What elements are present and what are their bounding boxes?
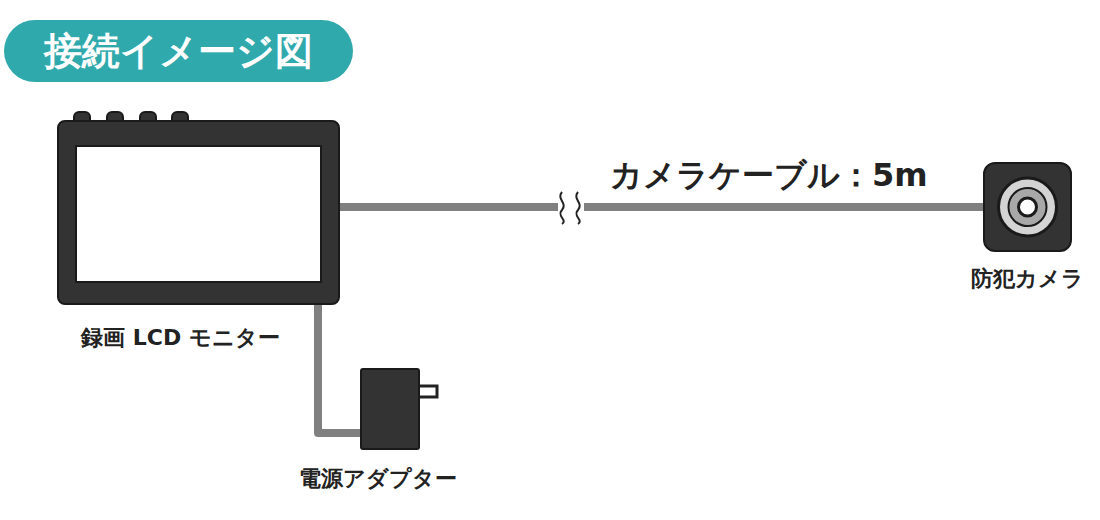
cable-break-mark	[558, 192, 584, 224]
edge-label: カメラケーブル：5m	[607, 156, 931, 194]
cable-connector	[318, 305, 360, 433]
cable-connector	[340, 203, 983, 211]
lcd-monitor: 録画 LCD モニター	[57, 120, 340, 305]
monitor-screen	[75, 145, 322, 283]
title-text: 接続イメージ図	[44, 26, 313, 77]
node-label: 防犯カメラ	[971, 266, 1084, 292]
power-adapter: 電源アダプター	[360, 368, 420, 450]
security-camera: 防犯カメラ	[983, 162, 1072, 252]
title-badge: 接続イメージ図	[4, 20, 353, 82]
adapter-plug-prong	[420, 386, 437, 397]
camera-lens	[985, 164, 1070, 250]
node-label: 電源アダプター	[299, 466, 457, 492]
node-label: 録画 LCD モニター	[81, 325, 280, 351]
